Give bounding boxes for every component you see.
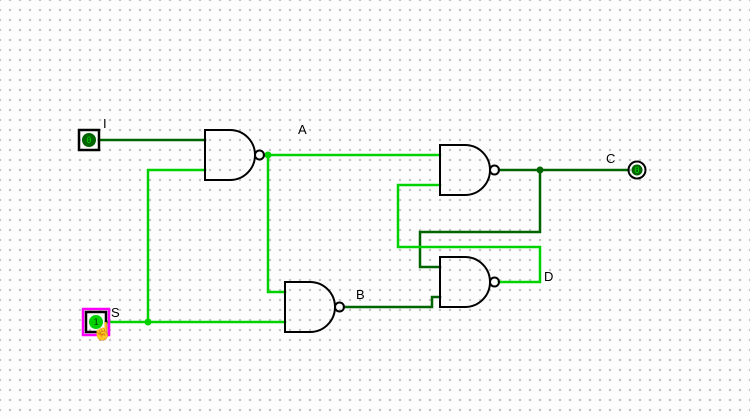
output-pin-c-value: 0 <box>634 166 639 176</box>
nand-gate-2-bubble <box>489 164 500 176</box>
input-pin-i-state <box>82 133 96 147</box>
wire-junction <box>144 318 152 326</box>
wire-D <box>396 183 542 284</box>
wire-B <box>342 295 442 309</box>
nand-gate-4-bubble <box>489 276 500 288</box>
output-pin-c[interactable] <box>627 160 647 180</box>
wire-A-branch <box>266 153 287 294</box>
label-output-c: C <box>606 151 616 166</box>
label-input-i: I <box>103 116 107 131</box>
label-net-a: A <box>298 122 307 137</box>
label-net-d: D <box>544 269 554 284</box>
nand-gate-1-bubble <box>254 149 265 161</box>
poke-hand-cursor-icon: ☝ <box>92 322 114 341</box>
nand-gate-3-bubble <box>334 301 345 313</box>
nand-gate-4[interactable] <box>439 256 491 308</box>
input-pin-s-value: 1 <box>93 318 98 328</box>
label-net-b: B <box>356 287 365 302</box>
output-pin-c-state <box>631 164 643 176</box>
wire-C-feedback <box>418 168 542 269</box>
input-pin-s[interactable] <box>84 310 108 334</box>
wire-junction <box>264 151 272 159</box>
input-pin-i-value: 0 <box>86 136 91 146</box>
label-input-s: S <box>111 305 120 320</box>
wire-S-branch <box>146 168 207 324</box>
input-pin-i[interactable] <box>77 128 101 152</box>
input-pin-s-state <box>89 315 103 329</box>
nand-gate-2[interactable] <box>439 144 491 196</box>
selection-highlight <box>81 307 111 337</box>
nand-gate-3[interactable] <box>284 281 336 333</box>
wire-junction <box>536 166 544 174</box>
nand-gate-1[interactable] <box>204 129 256 181</box>
